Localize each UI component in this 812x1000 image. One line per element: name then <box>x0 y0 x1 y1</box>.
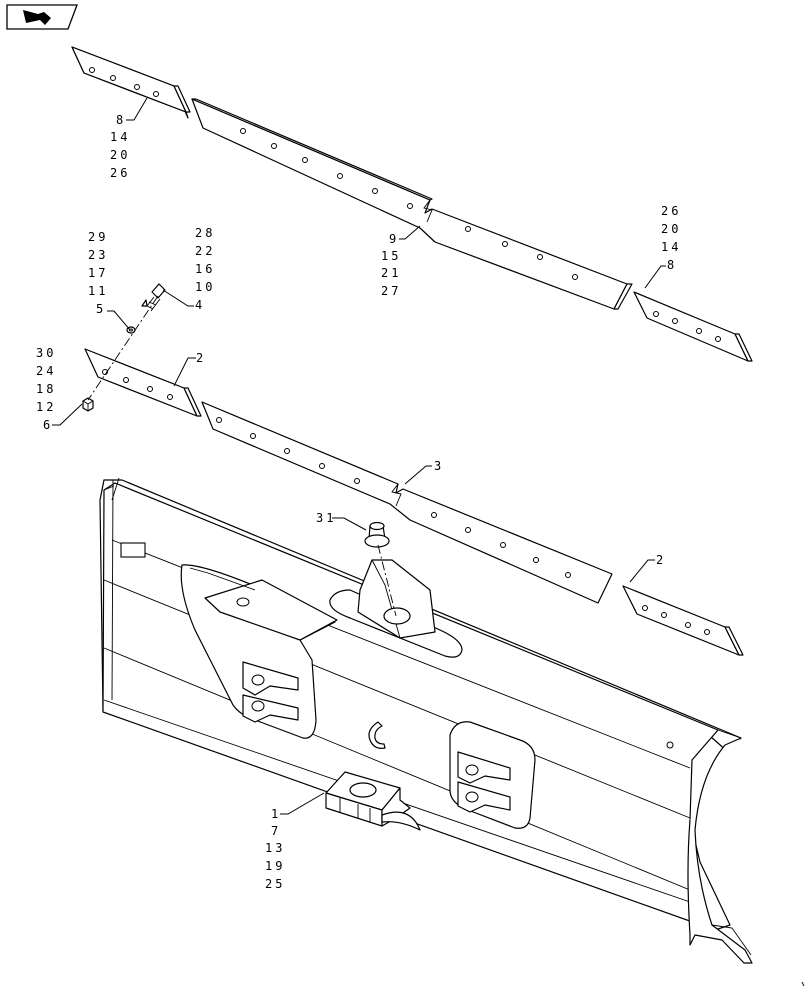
svg-text:26: 26 <box>661 204 681 218</box>
callout-c2: 9 15 21 27 <box>381 232 401 298</box>
svg-text:26: 26 <box>110 166 130 180</box>
svg-text:20: 20 <box>110 148 130 162</box>
right-mount-bracket <box>449 721 536 829</box>
svg-text:15: 15 <box>381 249 401 263</box>
svg-text:28: 28 <box>195 226 215 240</box>
svg-text:8: 8 <box>116 113 126 127</box>
svg-text:1: 1 <box>271 807 281 821</box>
svg-text:5: 5 <box>96 302 106 316</box>
svg-text:13: 13 <box>265 841 285 855</box>
svg-text:16: 16 <box>195 262 215 276</box>
callout-c9: 31 <box>316 511 336 525</box>
callout-c10: 2 <box>656 553 666 567</box>
callout-c5: 28 22 16 10 4 <box>195 226 215 312</box>
end-bit-lower-left <box>84 348 202 417</box>
return-button[interactable] <box>6 4 78 30</box>
svg-text:27: 27 <box>381 284 401 298</box>
svg-text:11: 11 <box>88 284 108 298</box>
callout-c1: 8 14 20 26 <box>110 113 130 180</box>
pivot-block <box>325 771 421 831</box>
callout-c6: 30 24 18 12 6 <box>36 346 56 432</box>
svg-text:6: 6 <box>43 418 53 432</box>
svg-text:21: 21 <box>381 266 401 280</box>
callout-c3: 26 20 14 8 <box>661 204 681 272</box>
svg-text:22: 22 <box>195 244 215 258</box>
return-arrow-icon <box>23 10 51 25</box>
svg-text:29: 29 <box>88 230 108 244</box>
svg-text:14: 14 <box>661 240 681 254</box>
cutting-edge-lower <box>201 401 613 604</box>
svg-text:19: 19 <box>265 859 285 873</box>
svg-text:17: 17 <box>88 266 108 280</box>
callout-c4: 29 23 17 11 5 <box>88 230 108 316</box>
end-bit-lower-right <box>622 585 744 656</box>
svg-text:10: 10 <box>195 280 215 294</box>
svg-text:18: 18 <box>36 382 56 396</box>
pivot-pin <box>364 521 390 548</box>
plow-bolt <box>141 283 166 312</box>
svg-text:12: 12 <box>36 400 56 414</box>
callout-leaders <box>52 97 666 815</box>
left-mount-bracket <box>180 564 338 739</box>
c-hook <box>368 721 386 749</box>
svg-text:4: 4 <box>195 298 205 312</box>
svg-text:30: 30 <box>36 346 56 360</box>
svg-text:9: 9 <box>389 232 399 246</box>
svg-text:7: 7 <box>271 824 281 838</box>
nut <box>82 397 94 412</box>
svg-text:25: 25 <box>265 877 285 891</box>
center-pivot-casting <box>329 559 463 658</box>
callout-c7: 2 <box>196 351 206 365</box>
svg-text:8: 8 <box>667 258 677 272</box>
callout-c11: 1 7 13 19 25 <box>265 807 285 891</box>
moldboard <box>99 477 753 964</box>
svg-text:23: 23 <box>88 248 108 262</box>
callout-c8: 3 <box>434 459 444 473</box>
svg-text:14: 14 <box>110 130 130 144</box>
end-bit-upper-left <box>71 46 191 119</box>
svg-text:24: 24 <box>36 364 56 378</box>
svg-text:20: 20 <box>661 222 681 236</box>
end-bit-upper-right <box>633 291 753 362</box>
cutting-edge-upper <box>191 98 633 310</box>
